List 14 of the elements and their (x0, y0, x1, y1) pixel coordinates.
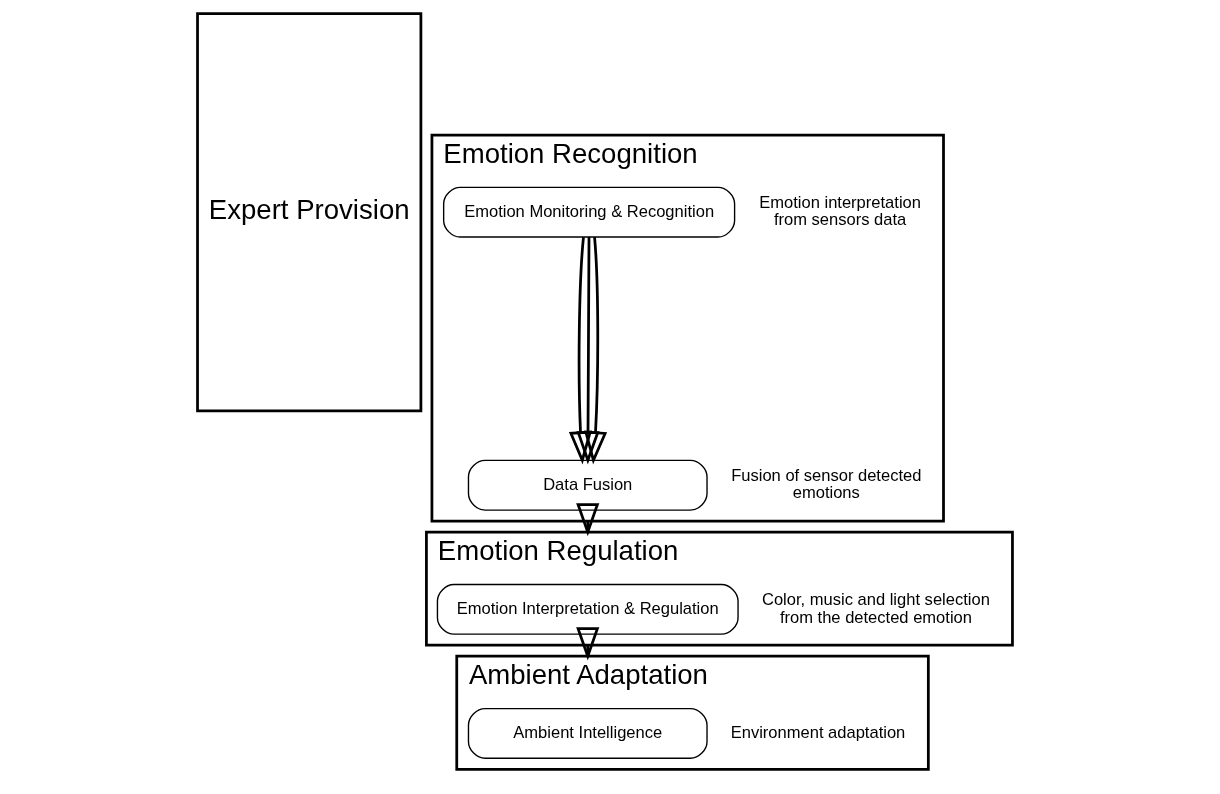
node-box: Emotion Monitoring & Recognition (442, 186, 735, 238)
arrow (575, 237, 600, 465)
arrow (575, 503, 599, 537)
arrow (583, 237, 607, 465)
node-box: Expert Provision (195, 12, 422, 413)
arrow (568, 237, 592, 465)
node-label: Color, music and light selection from the detected emotion (761, 589, 990, 627)
node-box: Ambient Intelligence (467, 707, 708, 759)
node-box: Data Fusion (467, 459, 708, 511)
node-label: Fusion of sensor detected emotions (730, 465, 921, 503)
arrow (575, 627, 599, 661)
node-label: Emotion interpretation from sensors data (758, 192, 921, 230)
node-label: Environment adaptation (730, 722, 905, 742)
node-box: Emotion Interpretation & Regulation (436, 583, 739, 635)
